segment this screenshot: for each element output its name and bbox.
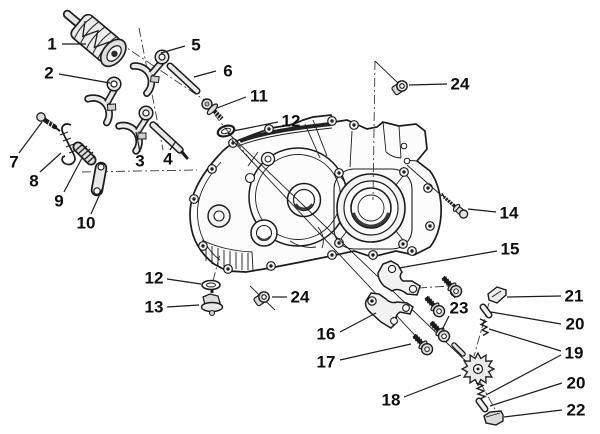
part-13-drain-plug (200, 289, 224, 316)
part-label-24: 24 (291, 288, 310, 307)
leader-line-19 (485, 354, 562, 396)
part-label-10: 10 (77, 214, 96, 233)
part-label-20: 20 (567, 374, 586, 393)
mount-boss (382, 121, 418, 162)
leader-line-11 (216, 96, 247, 109)
leader-line-9 (63, 157, 83, 193)
leader-line-10 (90, 186, 104, 215)
part-15-bracket (377, 260, 421, 296)
part-12-washer-bottom (201, 279, 221, 291)
part-label-9: 9 (54, 192, 63, 211)
leader-line-3 (135, 131, 141, 153)
part-label-21: 21 (565, 287, 584, 306)
leader-line-21 (506, 295, 562, 298)
leader-line-24 (408, 83, 448, 86)
part-10-link-arm (90, 161, 108, 197)
leader-line-14 (467, 208, 497, 213)
part-17-bolt (410, 332, 435, 357)
part-4-fork-shaft (149, 121, 189, 160)
part-label-4: 4 (163, 150, 173, 169)
part-label-16: 16 (317, 325, 336, 344)
part-6-fork-shaft (166, 62, 201, 95)
part-label-15: 15 (501, 240, 520, 259)
part-label-20: 20 (566, 315, 585, 334)
part-21-plate (487, 286, 507, 304)
part-label-5: 5 (191, 36, 200, 55)
part-3-shift-fork (119, 106, 153, 151)
leader-line-15 (398, 250, 498, 269)
part-20-plunger-bottom (479, 401, 485, 409)
part-label-7: 7 (9, 153, 18, 172)
part-19-detent-springs (475, 318, 490, 401)
part-7-pin (36, 112, 61, 132)
leader-line-4 (169, 140, 177, 151)
leader-line-22 (503, 409, 563, 418)
part-20-plunger-top (483, 307, 489, 315)
leader-line-17 (339, 343, 412, 361)
leader-line-19 (488, 328, 562, 352)
part-11-breather-bolt (201, 98, 224, 121)
part-18-kickstart-gear (451, 342, 496, 387)
part-14-screw (441, 192, 469, 219)
part-24-bushing-bottom (252, 289, 272, 308)
part-label-22: 22 (567, 401, 586, 420)
part-12-o-ring (216, 124, 236, 138)
leader-line-8 (39, 152, 62, 173)
leader-line-7 (18, 121, 43, 154)
part-label-6: 6 (223, 62, 232, 81)
bolt-holes (189, 116, 435, 274)
part-label-17: 17 (317, 353, 336, 372)
part-label-24: 24 (451, 75, 470, 94)
part-24-bushing-top (390, 78, 410, 97)
part-label-19: 19 (565, 344, 584, 363)
part-23-bolt-c (427, 319, 452, 344)
part-8-return-spring (59, 123, 78, 166)
leader-line-16 (339, 312, 377, 333)
leader-line-5 (160, 45, 186, 54)
part-label-8: 8 (29, 172, 38, 191)
leader-line-20 (489, 382, 563, 407)
part-9-coil-spring (72, 141, 97, 166)
leader-line-18 (403, 374, 462, 398)
part-label-23: 23 (450, 299, 469, 318)
gasket-band (239, 122, 332, 143)
part-label-18: 18 (382, 391, 401, 410)
part-label-14: 14 (500, 204, 519, 223)
part-16-bracket (364, 292, 414, 329)
leader-line-23 (441, 315, 450, 331)
leader-line-20 (490, 311, 562, 325)
part-label-11: 11 (250, 87, 268, 106)
part-1-shift-drum (62, 9, 127, 68)
leader-line-13 (166, 304, 200, 308)
leader-line-12 (232, 121, 279, 132)
part-23-bolt-b (422, 294, 447, 319)
part-2-shift-fork (87, 77, 124, 124)
leader-line-2 (58, 73, 111, 84)
leader-line-6 (193, 70, 217, 78)
part-label-1: 1 (47, 35, 56, 54)
leader-line-12 (166, 278, 202, 285)
crankcase-drawing (189, 114, 442, 274)
part-label-13: 13 (145, 298, 164, 317)
part-22-block (483, 410, 504, 426)
part-label-12: 12 (145, 269, 164, 288)
part-label-12: 12 (282, 112, 301, 131)
part-label-3: 3 (135, 152, 144, 171)
part-label-2: 2 (44, 64, 53, 83)
leader-line-23 (450, 291, 456, 299)
